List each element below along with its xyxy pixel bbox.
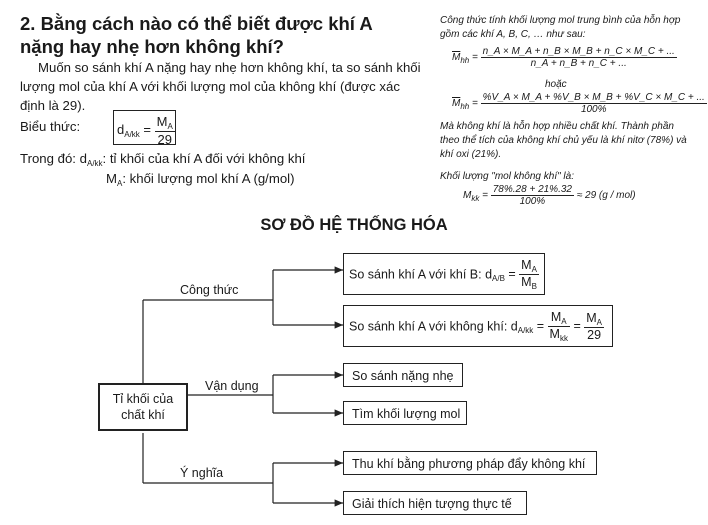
- or-label: hoặc: [545, 79, 567, 90]
- node-compare-a-air: So sánh khí A với không khí: dA/kk = MA …: [343, 305, 613, 347]
- diagram-title: SƠ ĐỒ HỆ THỐNG HÓA: [260, 216, 448, 234]
- air-mol-label: Khối lượng "mol không khí" là:: [440, 171, 574, 182]
- expression-fraction: MA 29: [154, 114, 175, 147]
- node-explain-phenomena: Giải thích hiện tượng thực tế: [343, 491, 527, 515]
- branch-label-formula: Công thức: [180, 283, 239, 297]
- node-compare-weight: So sánh nặng nhẹ: [343, 363, 463, 387]
- expression-label: Biểu thức:: [20, 119, 81, 134]
- branch-label-meaning: Ý nghĩa: [180, 466, 224, 480]
- formula-mixture-mol: Mhh = n_A × M_A + n_B × M_B + n_C × M_C …: [452, 46, 677, 69]
- node-compare-a-b: So sánh khí A với khí B: dA/B = MA MB: [343, 253, 545, 295]
- root-node: Tỉ khối của chất khí: [98, 383, 188, 431]
- node-collect-gas: Thu khí bằng phương pháp đẩy không khí: [343, 451, 597, 475]
- node-find-mol: Tìm khối lượng mol: [343, 401, 467, 425]
- branch-label-application: Vận dụng: [205, 379, 259, 393]
- where-line-1: Trong đó: dA/kk: tỉ khối của khí A đối v…: [20, 151, 306, 168]
- section-heading: 2. Bằng cách nào có thể biết được khí A …: [20, 13, 373, 57]
- mixture-intro: Công thức tính khối lượng mol trung bình…: [440, 15, 681, 40]
- where-line-2: MA: khối lượng mol khí A (g/mol): [106, 171, 295, 188]
- intro-paragraph: Muốn so sánh khí A nặng hay nhẹ hơn khôn…: [20, 60, 421, 113]
- air-composition: Mà không khí là hỗn hợp nhiều chất khí. …: [440, 121, 687, 160]
- expression-box: dA/kk = MA 29: [113, 110, 176, 147]
- formula-mixture-volume: Mhh = %V_A × M_A + %V_B × M_B + %V_C × M…: [452, 92, 707, 115]
